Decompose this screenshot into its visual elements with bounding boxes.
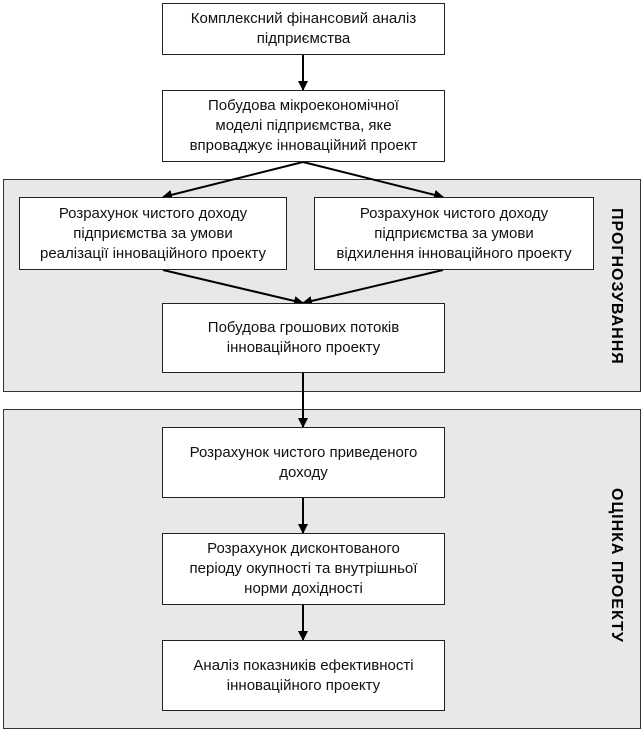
box-cash-flows: Побудова грошових потоків інноваційного …	[162, 303, 445, 373]
arrow-realization-to-cashflows	[162, 269, 304, 306]
box-npv: Розрахунок чистого приведеного доходу	[162, 427, 445, 498]
label-forecasting: ПРОГНОЗУВАННЯ	[608, 208, 625, 365]
label-evaluation: ОЦІНКА ПРОЕКТУ	[608, 488, 625, 643]
box-payback-irr: Розрахунок дисконтованого періоду окупно…	[162, 533, 445, 605]
box-financial-analysis: Комплексний фінансовий аналіз підприємст…	[162, 3, 445, 55]
box-efficiency-analysis: Аналіз показників ефективності інновацій…	[162, 640, 445, 711]
arrow-model-to-rejection	[302, 161, 444, 200]
arrow-rejection-to-cashflows	[302, 269, 444, 306]
box-net-income-realization: Розрахунок чистого доходу підприємства з…	[19, 197, 287, 270]
box-micro-model: Побудова мікроекономічної моделі підприє…	[162, 90, 445, 162]
box-net-income-rejection: Розрахунок чистого доходу підприємства з…	[314, 197, 594, 270]
arrow-model-to-realization	[162, 161, 304, 200]
